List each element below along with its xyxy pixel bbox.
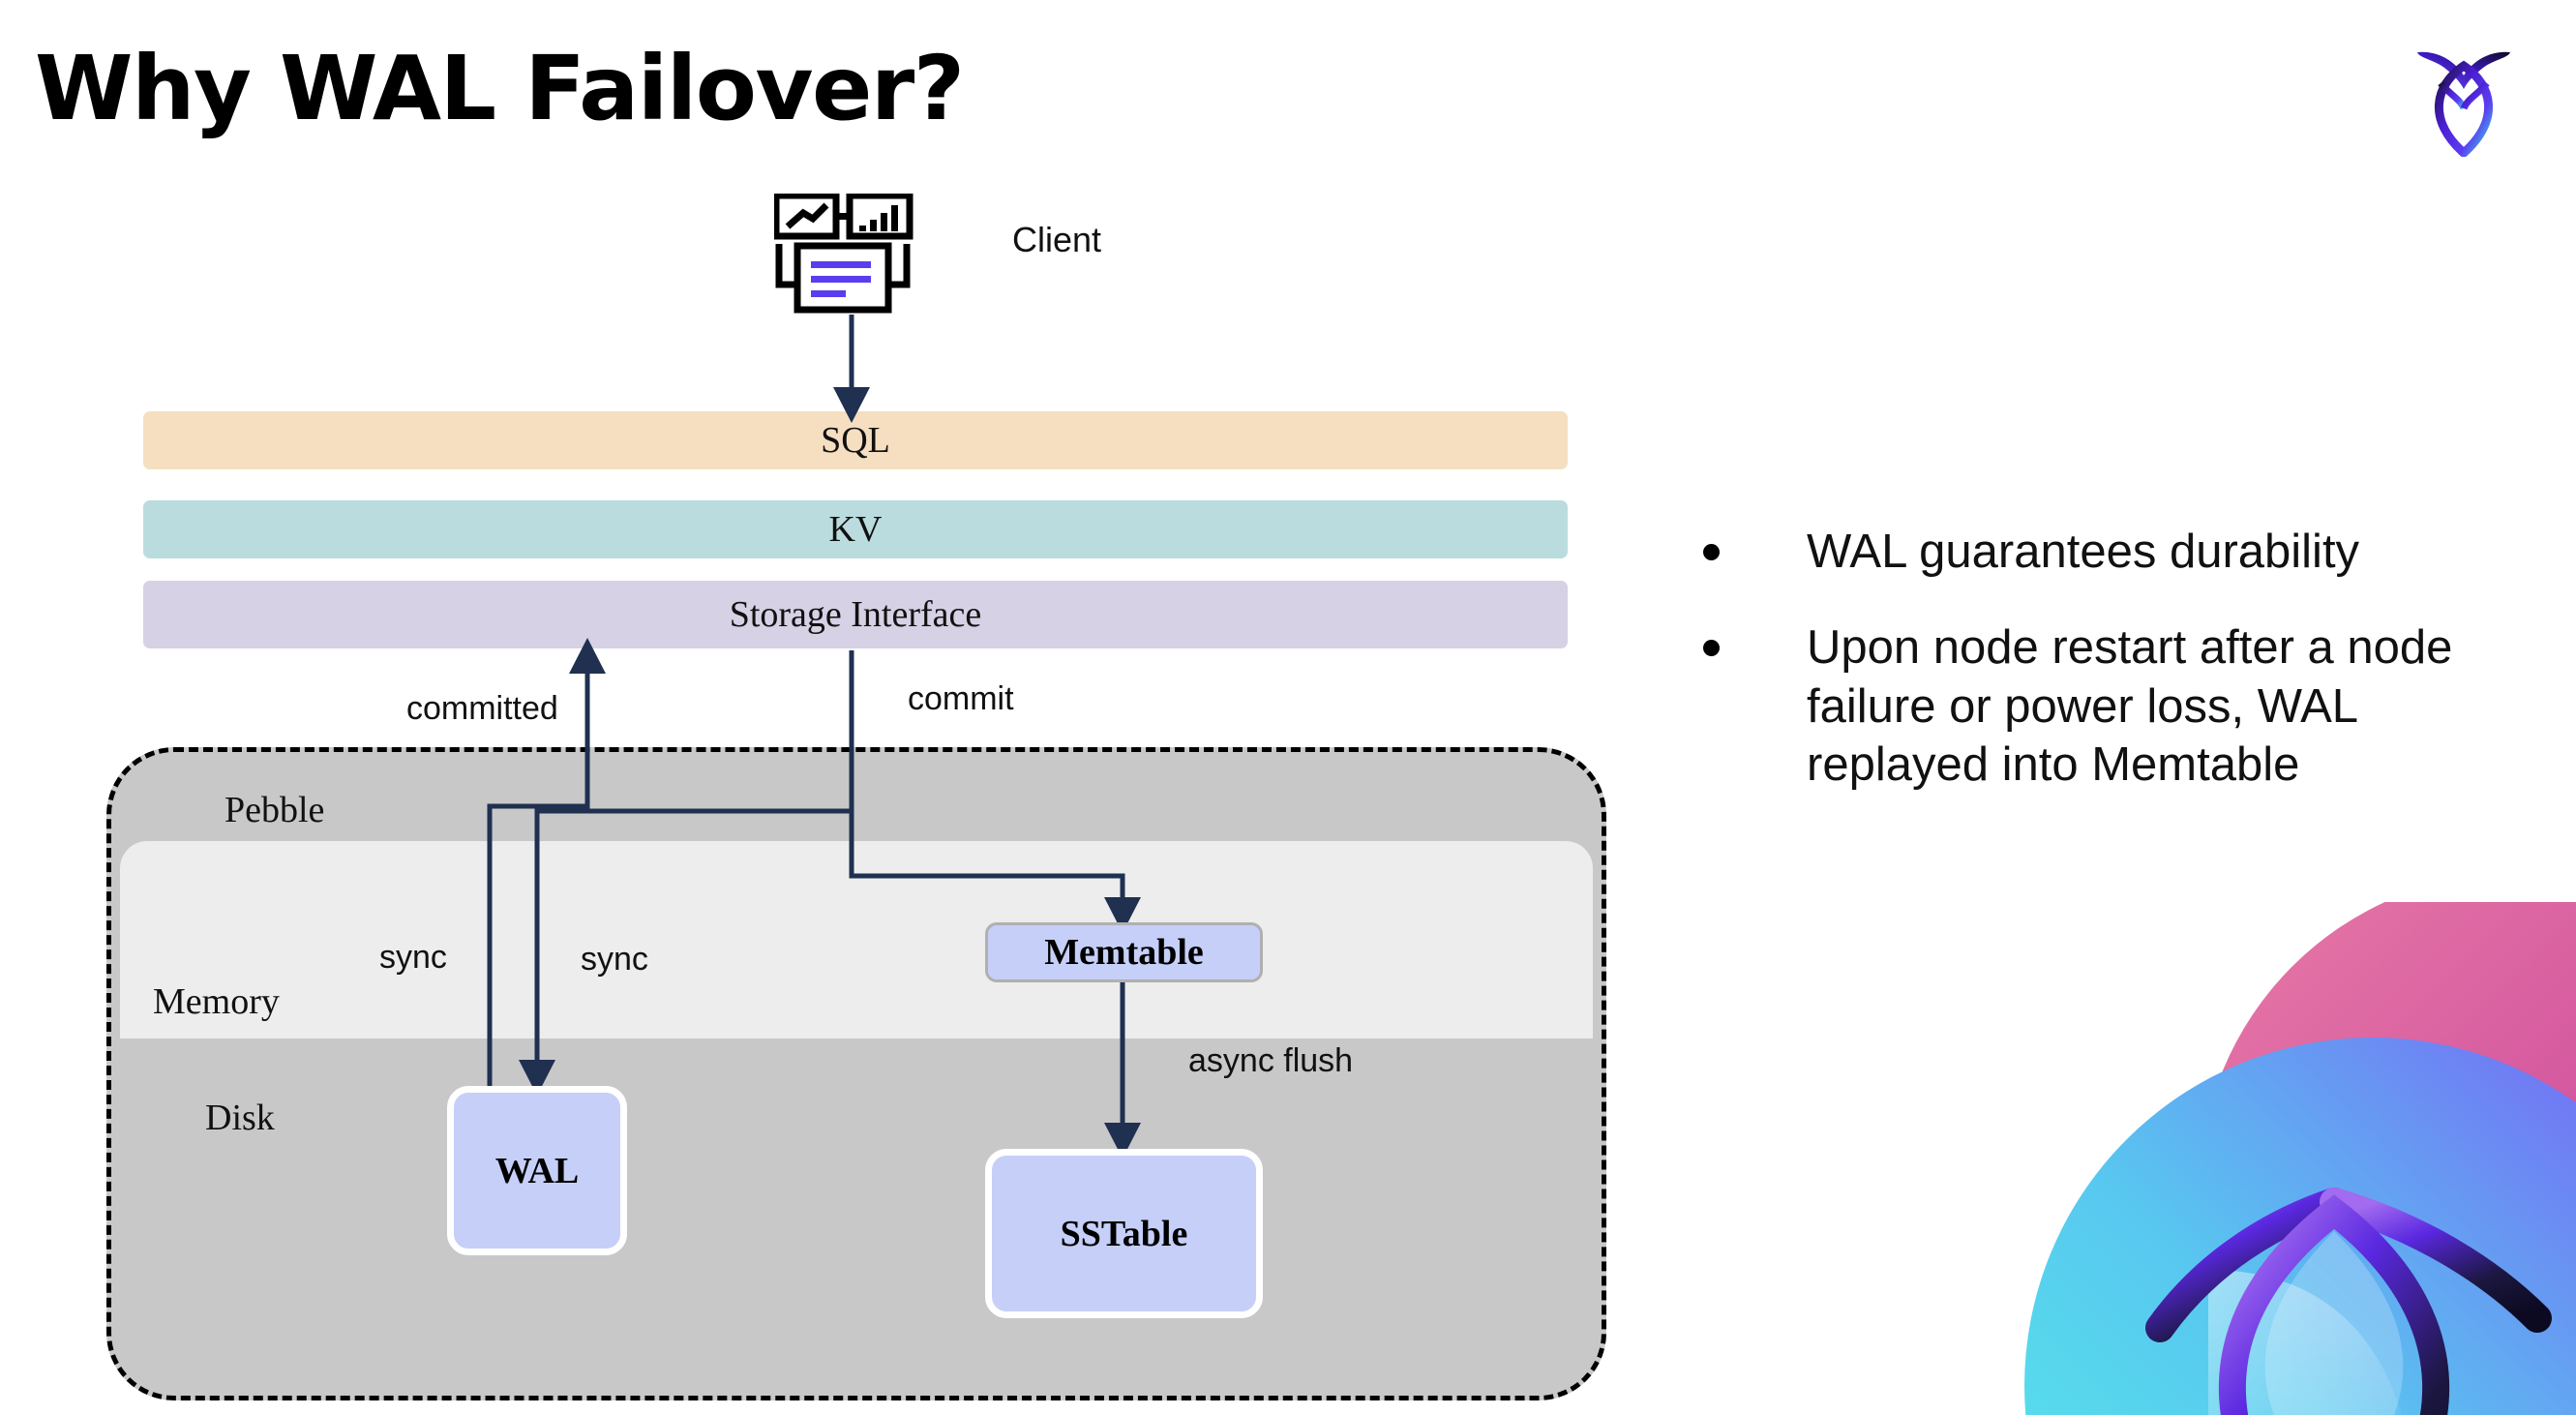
bullet-text: WAL guarantees durability xyxy=(1807,526,2360,578)
page-title: Why WAL Failover? xyxy=(35,37,965,140)
list-item: Upon node restart after a node failure o… xyxy=(1703,618,2516,795)
node-label-sstable: SSTable xyxy=(1060,1213,1188,1254)
layer-bar-kv: KV xyxy=(143,500,1568,558)
bullet-text: Upon node restart after a node failure o… xyxy=(1807,620,2453,792)
node-label-memtable: Memtable xyxy=(1044,932,1204,973)
bullet-dot-icon xyxy=(1703,639,1720,656)
layer-bar-storage-interface: Storage Interface xyxy=(143,581,1568,648)
node-label-wal: WAL xyxy=(494,1150,580,1191)
architecture-diagram: Client SQL KV Storage Interface Pebble M… xyxy=(106,192,1606,1400)
node-wal: WAL xyxy=(447,1086,627,1255)
client-label: Client xyxy=(1012,220,1102,259)
pebble-label: Pebble xyxy=(225,790,325,830)
layer-bar-sql: SQL xyxy=(143,411,1568,469)
node-sstable: SSTable xyxy=(985,1149,1263,1318)
bullet-dot-icon xyxy=(1703,544,1720,560)
edge-label-sync-1: sync xyxy=(379,939,447,976)
client-dashboard-icon xyxy=(772,192,929,319)
edge-label-committed: committed xyxy=(406,690,558,727)
layer-label-kv: KV xyxy=(828,509,883,550)
disk-label: Disk xyxy=(205,1098,275,1138)
bullet-list: WAL guarantees durability Upon node rest… xyxy=(1703,523,2516,831)
edge-label-sync-2: sync xyxy=(581,941,648,978)
edge-label-async-flush: async flush xyxy=(1188,1042,1354,1079)
cockroach-leaf-logo-icon xyxy=(2408,31,2520,160)
memory-region xyxy=(120,841,1593,1039)
cockroach-leaf-gradient-decoration xyxy=(1918,902,2576,1415)
memory-label: Memory xyxy=(153,981,280,1022)
node-memtable: Memtable xyxy=(985,922,1263,982)
list-item: WAL guarantees durability xyxy=(1703,523,2516,582)
edge-label-commit: commit xyxy=(908,680,1014,717)
layer-label-storage-interface: Storage Interface xyxy=(729,594,982,635)
layer-label-sql: SQL xyxy=(821,420,890,461)
